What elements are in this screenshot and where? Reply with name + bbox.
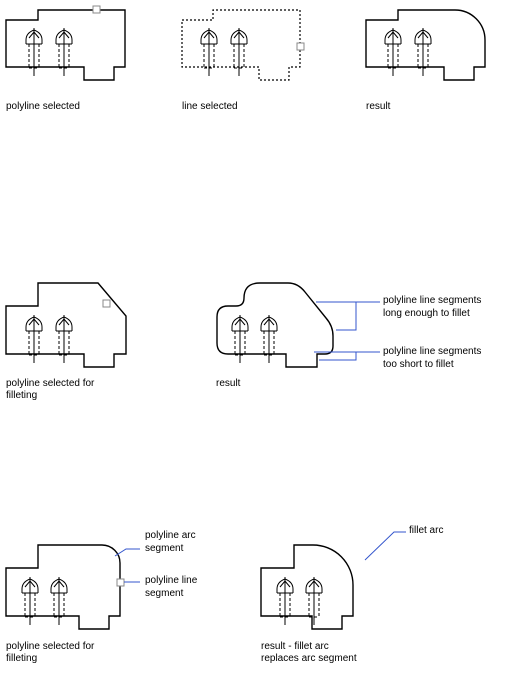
annotation-line-segment-line1: polyline line	[145, 575, 198, 586]
annotation-long-segments-line2: long enough to fillet	[383, 308, 470, 319]
figure-result-2	[216, 282, 334, 368]
caption-polyline-selected: polyline selected	[6, 101, 80, 112]
annotation-line-segment-line2: segment	[145, 588, 184, 599]
annotation-long-segments-line1: polyline line segments	[383, 295, 482, 306]
caption-polyline-selected-for: polyline selected for	[6, 378, 95, 389]
leader-lines-row2	[314, 301, 380, 361]
caption-polyline-selected-for-3: polyline selected for	[6, 641, 95, 652]
figure-result-3	[260, 544, 354, 630]
figure-polyline-selected	[5, 5, 126, 81]
square-grip-icon	[92, 5, 101, 14]
caption-replaces-arc-segment: replaces arc segment	[261, 653, 357, 664]
annotation-short-segments-line2: too short to fillet	[383, 359, 454, 370]
caption-result-2: result	[216, 378, 241, 389]
square-grip-icon	[102, 299, 111, 308]
caption-filleting-3: filleting	[6, 653, 38, 664]
annotation-fillet-arc: fillet arc	[409, 525, 444, 536]
figure-polyline-selected-3	[5, 544, 125, 630]
annotation-arc-segment-line1: polyline arc	[145, 530, 196, 541]
caption-result-fillet-arc: result - fillet arc	[261, 641, 329, 652]
annotation-arc-segment-line2: segment	[145, 543, 184, 554]
caption-result: result	[366, 101, 391, 112]
leader-lines-row3	[114, 531, 406, 583]
figure-polyline-selected-2	[5, 282, 127, 368]
square-grip-icon	[116, 578, 125, 587]
caption-filleting: filleting	[6, 390, 38, 401]
figure-result-1	[365, 9, 486, 81]
square-grip-icon	[296, 42, 305, 51]
caption-line-selected: line selected	[182, 101, 238, 112]
annotation-short-segments-line1: polyline line segments	[383, 346, 482, 357]
figure-line-selected	[181, 9, 305, 81]
